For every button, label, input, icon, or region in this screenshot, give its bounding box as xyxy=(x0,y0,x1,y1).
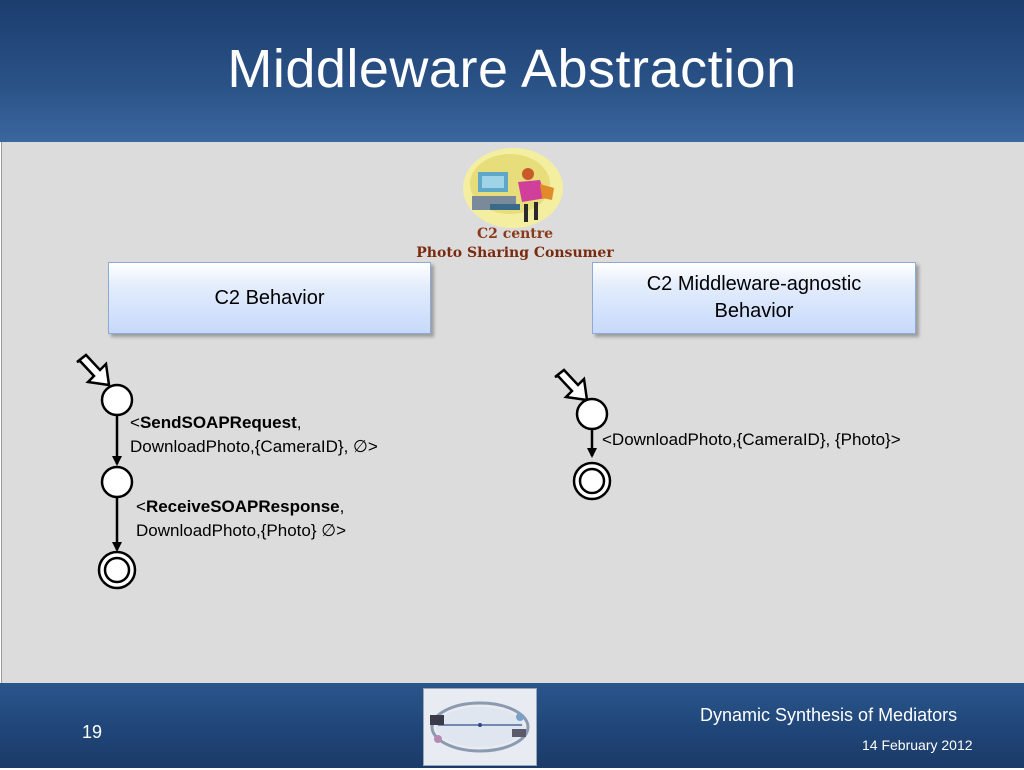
right-state-initial xyxy=(575,397,609,431)
content-area xyxy=(1,142,1024,683)
left-t2-comma: , xyxy=(339,497,345,516)
left-state-middle xyxy=(100,465,134,499)
footer-logo-image xyxy=(423,688,537,766)
slide-number: 19 xyxy=(82,722,103,742)
c2-centre-illustration xyxy=(463,148,563,228)
receive-soap-response-action: ReceiveSOAPResponse xyxy=(145,497,340,516)
c2-agnostic-behavior-box: C2 Middleware-agnostic Behavior xyxy=(592,262,916,334)
footer-date: 14 February 2012 xyxy=(862,737,973,753)
left-state-final-inner xyxy=(103,556,131,584)
left-transition-1-label: <SendSOAPRequest,DownloadPhoto,{CameraID… xyxy=(130,413,378,456)
left-state-initial xyxy=(100,383,134,417)
header-bar xyxy=(0,0,1024,142)
network-icon xyxy=(430,701,530,753)
c2-agnostic-label-line2: Behavior xyxy=(714,300,794,322)
c2-agnostic-label: C2 Middleware-agnostic Behavior xyxy=(647,271,862,325)
left-t1-comma: , xyxy=(296,413,302,432)
right-transition-1-label: <DownloadPhoto,{CameraID}, {Photo}> xyxy=(602,430,901,449)
left-t2-rest: DownloadPhoto,{Photo} ∅> xyxy=(136,521,346,540)
right-state-final-inner xyxy=(578,467,606,495)
logo-caption-line1: C2 centre xyxy=(476,226,554,242)
left-t1-rest: DownloadPhoto,{CameraID}, ∅> xyxy=(130,437,378,456)
logo-caption-line2: Photo Sharing Consumer xyxy=(416,245,614,261)
slide-title: Middleware Abstraction xyxy=(227,39,797,99)
left-transition-2-label: <ReceiveSOAPResponse,DownloadPhoto,{Phot… xyxy=(136,497,346,540)
c2-behavior-box: C2 Behavior xyxy=(108,262,431,334)
footer-title: Dynamic Synthesis of Mediators xyxy=(700,705,958,725)
c2-behavior-label: C2 Behavior xyxy=(214,286,325,309)
left-start-arrow xyxy=(76,353,111,387)
right-start-arrow xyxy=(554,368,589,402)
c2-agnostic-label-line1: C2 Middleware-agnostic xyxy=(646,273,862,295)
send-soap-request-action: SendSOAPRequest xyxy=(139,413,297,432)
